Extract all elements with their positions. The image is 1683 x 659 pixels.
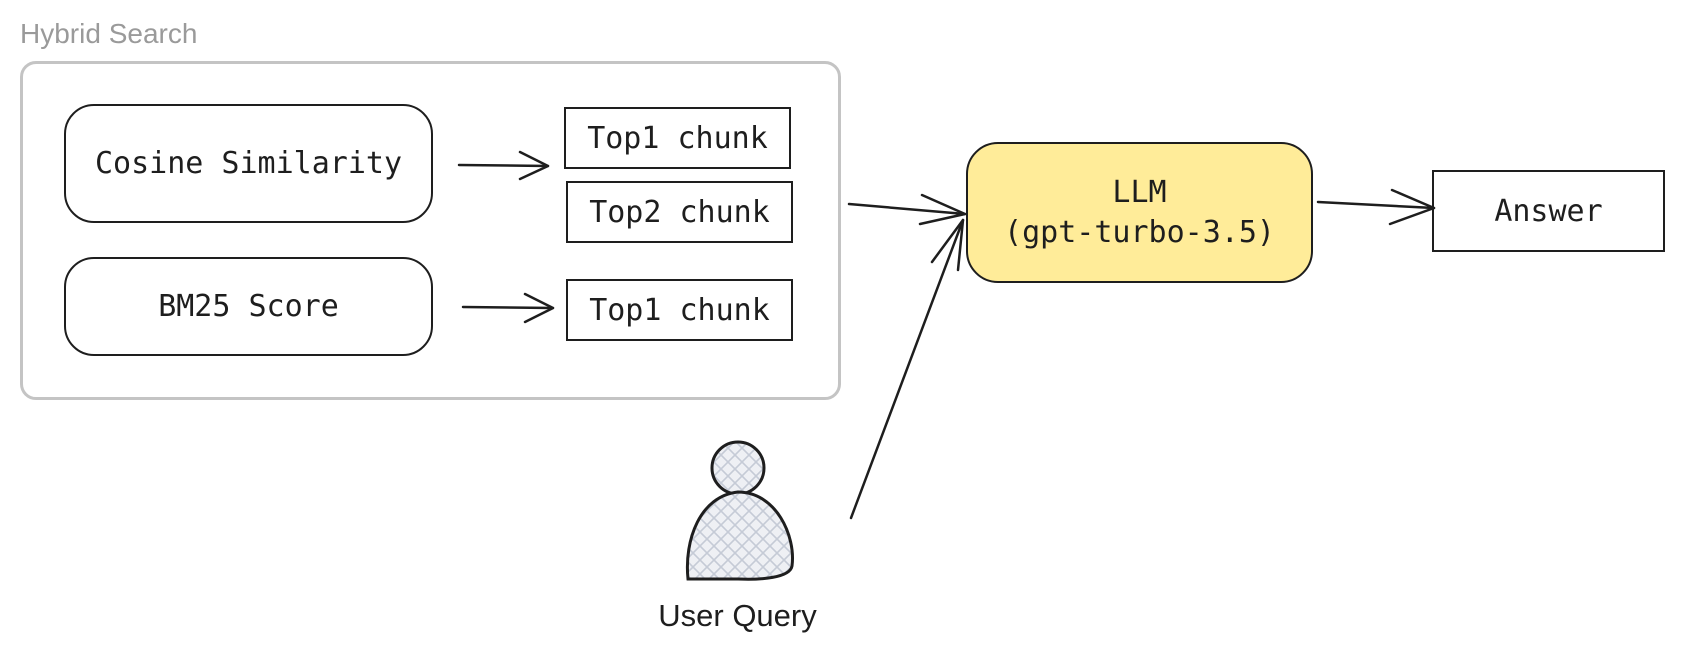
user-query-label: User Query (658, 598, 817, 633)
arrow-cosine-to-chunks (457, 150, 550, 181)
answer-node[interactable]: Answer (1432, 170, 1665, 252)
cosine-similarity-node[interactable]: Cosine Similarity (64, 104, 433, 223)
bm25-score-node[interactable]: BM25 Score (64, 257, 433, 356)
answer-label: Answer (1494, 193, 1603, 229)
llm-model-label: (gpt-turbo-3.5) (1004, 214, 1275, 250)
top1-chunk-bm25-label: Top1 chunk (589, 292, 770, 328)
arrow-bm25-to-chunk (461, 292, 555, 324)
bm25-score-label: BM25 Score (158, 289, 339, 324)
user-icon (685, 440, 794, 581)
top2-chunk-cosine-node[interactable]: Top2 chunk (566, 181, 793, 243)
cosine-similarity-label: Cosine Similarity (94, 146, 403, 181)
arrow-llm-to-answer (1316, 188, 1436, 226)
llm-node[interactable]: LLM (gpt-turbo-3.5) (966, 142, 1313, 283)
top1-chunk-cosine-label: Top1 chunk (587, 120, 768, 156)
arrow-search-to-llm (847, 193, 967, 226)
arrow-user-to-llm (849, 218, 965, 520)
group-title: Hybrid Search (20, 18, 198, 49)
top1-chunk-cosine-node[interactable]: Top1 chunk (564, 107, 791, 169)
hybrid-search-group (20, 61, 841, 400)
top2-chunk-cosine-label: Top2 chunk (589, 194, 770, 230)
llm-label: LLM (1112, 174, 1167, 210)
top1-chunk-bm25-node[interactable]: Top1 chunk (566, 279, 793, 341)
